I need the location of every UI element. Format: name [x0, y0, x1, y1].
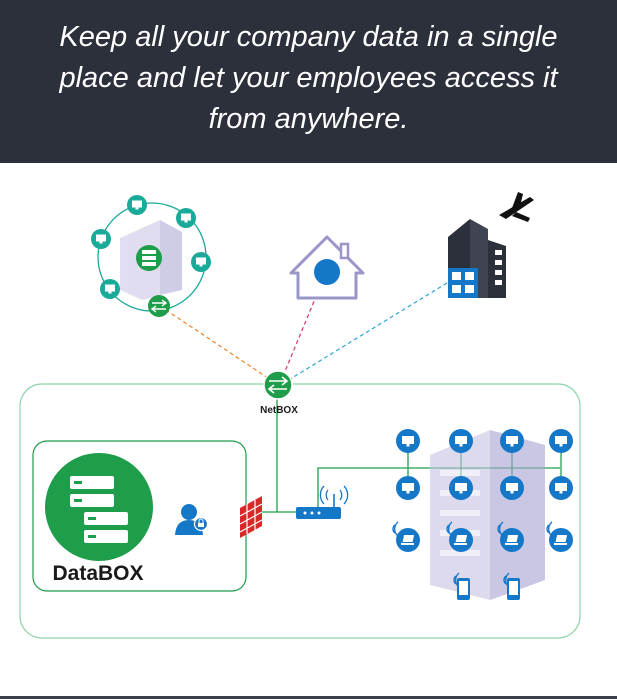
mobile-device-icon: [453, 572, 520, 600]
bottom-divider: [0, 696, 617, 699]
server-rack-icon: [136, 245, 162, 271]
link-office-netbox: [286, 282, 448, 382]
netbox-label: NetBOX: [260, 405, 298, 416]
router-icon: [148, 295, 170, 317]
database-server-icon: [45, 453, 153, 561]
network-enclosure: [19, 383, 581, 639]
user-lock-icon: [175, 504, 209, 535]
home-icon: [271, 235, 365, 300]
databox-label: DataBOX: [52, 562, 143, 585]
link-cloud-netbox: [159, 305, 278, 385]
firewall-icon: [239, 496, 263, 538]
airplane-icon: [499, 192, 534, 222]
cloud-network-icon: [91, 195, 211, 317]
network-diagram: NetBOX DataBOX: [19, 192, 581, 639]
header-banner: Keep all your company data in a single p…: [0, 0, 617, 163]
office-building-icon: [448, 219, 506, 298]
network-switch-icon: [296, 507, 341, 519]
wifi-icon: [319, 485, 349, 507]
netbox-router-icon: [263, 370, 293, 400]
banner-headline: Keep all your company data in a single p…: [59, 21, 558, 135]
office-tower: [430, 430, 545, 600]
